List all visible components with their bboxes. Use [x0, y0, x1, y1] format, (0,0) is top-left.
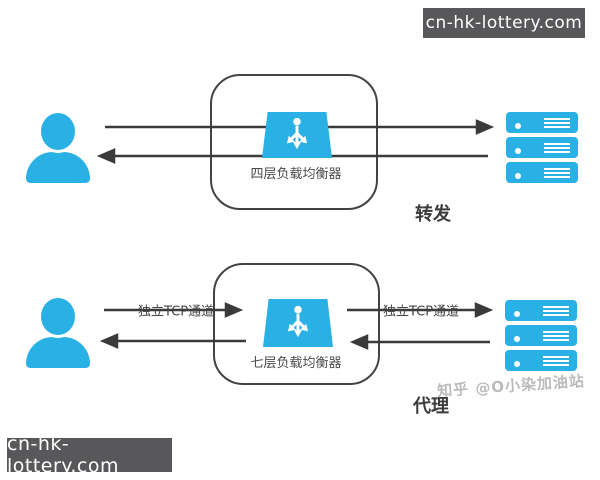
- layer7-balancer-label: 七层负载均衡器: [250, 356, 342, 371]
- server-icon: [505, 300, 577, 321]
- user-body: [26, 337, 90, 368]
- server-stack-icon: [506, 112, 578, 183]
- load-balancer-icon: [262, 112, 332, 158]
- server-led-icon: [514, 361, 520, 367]
- watermark-top-right: cn-hk-lottery.com: [423, 8, 585, 38]
- top-response-arrowhead: [96, 148, 116, 164]
- layer4-balancer-label: 四层负载均衡器: [250, 167, 342, 182]
- right-tcp-channel-label: 独立TCP通道: [382, 304, 460, 320]
- load-balancer-icon: [263, 299, 333, 347]
- user-head: [41, 113, 75, 150]
- server-icon: [505, 350, 577, 371]
- distribute-arrows-icon: [286, 117, 308, 150]
- bottom-left-request-arrowhead: [224, 302, 244, 318]
- server-led-icon: [515, 148, 521, 154]
- distribute-arrows-icon: [287, 305, 309, 338]
- server-vents-icon: [544, 142, 570, 153]
- server-led-icon: [514, 336, 520, 342]
- server-vents-icon: [544, 167, 570, 178]
- bottom-right-request-arrowhead: [474, 302, 494, 318]
- server-stack-icon: [505, 300, 577, 371]
- user-head: [41, 298, 75, 335]
- watermark-bottom-left: cn-hk-lottery.com: [7, 433, 172, 477]
- server-led-icon: [515, 123, 521, 129]
- bottom-left-response-arrowhead: [99, 333, 119, 349]
- server-icon: [506, 137, 578, 158]
- user-body: [26, 152, 90, 183]
- user-icon: [26, 111, 90, 183]
- server-icon: [506, 162, 578, 183]
- layer4-balancer-box: [210, 74, 378, 210]
- server-led-icon: [515, 173, 521, 179]
- bottom-right-response-arrowhead: [349, 334, 369, 350]
- proxy-mode-label: 代理: [413, 396, 449, 417]
- forward-mode-label: 转发: [415, 204, 451, 225]
- server-vents-icon: [544, 117, 570, 128]
- server-icon: [506, 112, 578, 133]
- server-led-icon: [514, 311, 520, 317]
- server-vents-icon: [543, 330, 569, 341]
- top-request-arrowhead: [475, 119, 495, 135]
- layer7-balancer-box: [213, 263, 380, 385]
- left-tcp-channel-label: 独立TCP通道: [137, 304, 215, 320]
- server-vents-icon: [543, 305, 569, 316]
- server-vents-icon: [543, 355, 569, 366]
- server-icon: [505, 325, 577, 346]
- user-icon: [26, 296, 90, 368]
